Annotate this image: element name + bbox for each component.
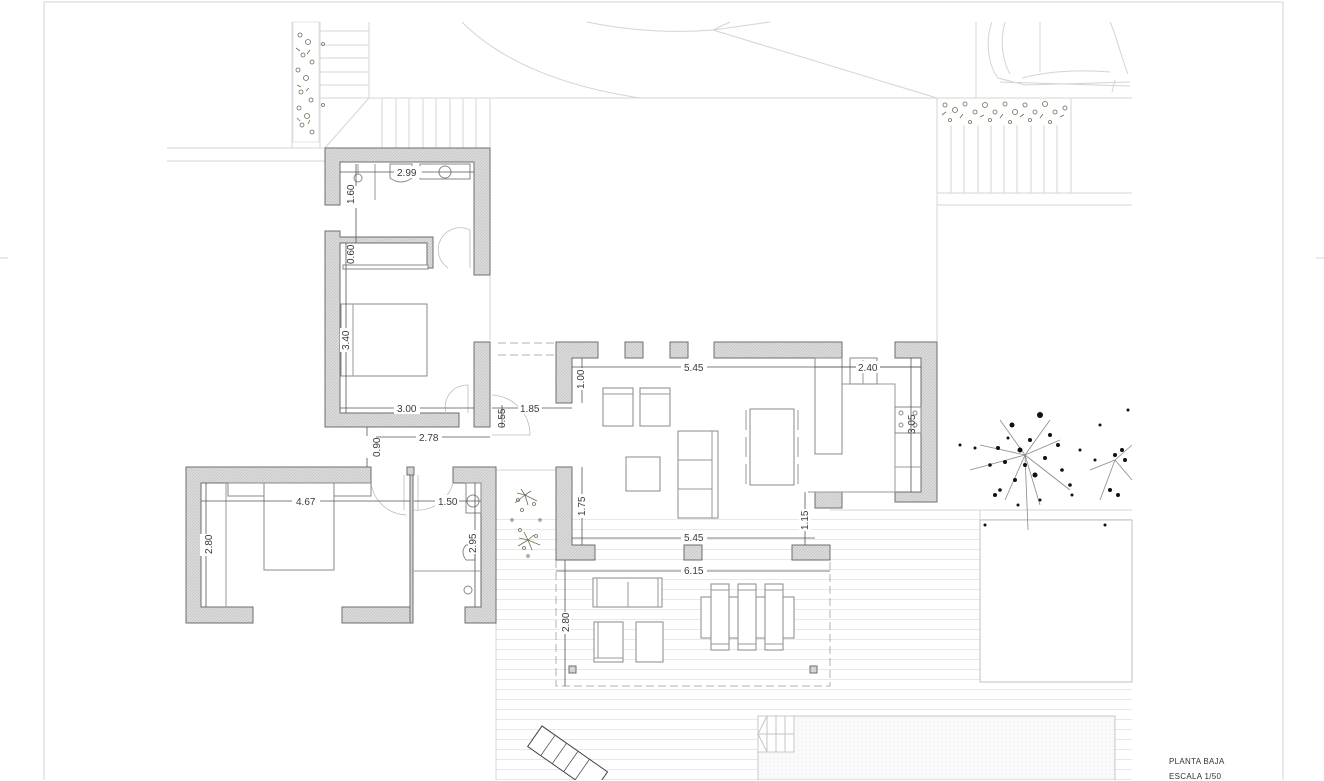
dim-1-15: 1.15 — [800, 510, 811, 530]
walls-living-kitchen — [555, 341, 938, 561]
dim-2-40: 2.40 — [858, 363, 878, 374]
dim-3-00: 3.00 — [397, 404, 417, 415]
dim-2-80-porch: 2.80 — [561, 612, 572, 632]
plan-title: PLANTA BAJA — [1169, 757, 1225, 766]
walls-north-wing — [324, 147, 491, 428]
garden-plot — [979, 510, 1133, 683]
kitchen-units — [808, 357, 922, 493]
swimming-pool — [757, 715, 1116, 780]
dim-3-40: 3.40 — [341, 330, 352, 350]
shrub-strip-right — [941, 101, 1068, 124]
dim-1-85: 1.85 — [520, 404, 540, 415]
dim-1-75: 1.75 — [577, 496, 588, 516]
dimension-labels: 2.99 1.60 0.60 3.40 3.00 2.78 0.55 1.85 … — [200, 166, 918, 634]
porch-furniture — [592, 577, 795, 663]
dim-2-80-bedroom: 2.80 — [204, 534, 215, 554]
dim-5-45-bottom: 5.45 — [684, 533, 704, 544]
dim-1-60: 1.60 — [346, 184, 357, 204]
dim-0-60: 0.60 — [346, 244, 357, 264]
shrub-strip-left — [292, 21, 325, 143]
bedroom-1-furniture — [340, 264, 429, 377]
dining-table — [745, 408, 799, 486]
dim-1-50: 1.50 — [438, 497, 458, 508]
sun-lounger-icon — [526, 725, 609, 780]
dim-1-00: 1.00 — [576, 369, 587, 389]
car-icon — [987, 21, 1131, 93]
dim-2-99: 2.99 — [397, 168, 417, 179]
plan-scale: ESCALA 1/50 — [1169, 772, 1222, 781]
dim-0-55: 0.55 — [497, 408, 508, 428]
dim-0-90: 0.90 — [372, 437, 383, 457]
tree-icon — [958, 408, 1133, 531]
dim-4-67: 4.67 — [296, 497, 316, 508]
site-context — [167, 21, 1132, 342]
dim-3-05: 3.05 — [907, 414, 918, 434]
dim-2-78: 2.78 — [419, 433, 439, 444]
dim-6-15: 6.15 — [684, 566, 704, 577]
dim-2-95: 2.95 — [468, 533, 479, 553]
living-furniture — [602, 387, 719, 519]
porch-outline — [498, 342, 831, 687]
dim-5-45-top: 5.45 — [684, 363, 704, 374]
shrub-entry — [510, 488, 542, 558]
